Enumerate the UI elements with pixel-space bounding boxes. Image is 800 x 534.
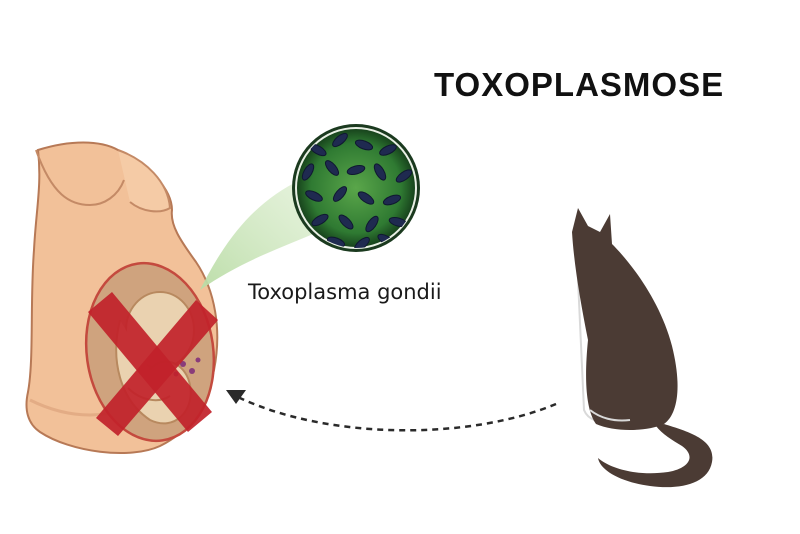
page-title: TOXOPLASMOSE — [434, 66, 724, 104]
transmission-arrow-icon — [226, 390, 556, 430]
cat-icon — [572, 208, 712, 487]
microscope-view-icon — [292, 124, 420, 253]
organism-label: Toxoplasma gondii — [248, 280, 442, 304]
